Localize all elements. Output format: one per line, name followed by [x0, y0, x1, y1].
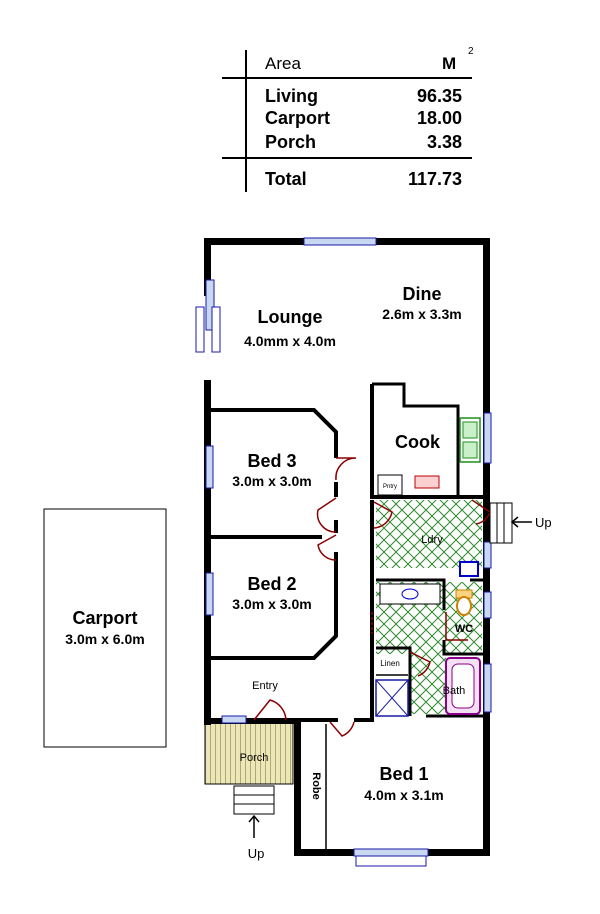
- pantry-box: [377, 474, 403, 496]
- bath-label: Bath: [443, 685, 466, 697]
- door-bed2: [317, 534, 337, 561]
- bed1-size: 4.0m x 3.1m: [364, 787, 443, 803]
- window-bed1-bay: [355, 856, 427, 867]
- dine-size: 2.6m x 3.3m: [382, 306, 461, 322]
- wc-bowl: [456, 596, 472, 616]
- fridge: [414, 475, 440, 489]
- area-row-porch-value: 3.38: [427, 132, 462, 152]
- laundry-label: Ldry: [421, 534, 443, 546]
- front-up-label: Up: [248, 846, 265, 861]
- lounge-label: Lounge: [258, 307, 323, 327]
- bed3-label: Bed 3: [247, 451, 296, 471]
- area-table: Area M 2 Living 96.35 Carport 18.00 Porc…: [222, 46, 474, 192]
- entry-label: Entry: [252, 680, 278, 692]
- porch-floor: [204, 721, 294, 785]
- window-bed2: [205, 572, 214, 616]
- area-row-living-value: 96.35: [417, 86, 462, 106]
- carport-outline: [43, 508, 167, 748]
- carport-label: Carport: [72, 608, 137, 628]
- porch-label: Porch: [240, 752, 269, 764]
- front-up-arrow-icon: [248, 814, 260, 838]
- rear-up-arrow-icon: [510, 516, 532, 528]
- carport-size: 3.0m x 6.0m: [65, 631, 144, 647]
- area-row-carport-label: Carport: [265, 108, 330, 128]
- stove: [459, 417, 481, 463]
- bed1-label: Bed 1: [379, 764, 428, 784]
- window-lounge-sash-left: [195, 306, 205, 353]
- window-north: [303, 237, 377, 246]
- laundry-sink: [459, 561, 479, 577]
- front-steps: Up: [233, 785, 275, 861]
- lounge-size: 4.0mm x 4.0m: [244, 333, 336, 349]
- window-bed1: [353, 848, 429, 857]
- doors: [253, 457, 491, 737]
- wc-label: WC: [455, 623, 473, 635]
- bath-floor: [410, 654, 446, 714]
- door-entry: [253, 699, 287, 721]
- dine-label: Dine: [402, 284, 441, 304]
- door-bath: [409, 651, 431, 677]
- area-total-label: Total: [265, 169, 307, 189]
- fixtures: [375, 417, 481, 717]
- door-wc: [445, 612, 468, 641]
- laundry-floor: [376, 500, 482, 568]
- area-total-value: 117.73: [408, 169, 462, 189]
- area-row-carport-value: 18.00: [417, 108, 462, 128]
- window-bath: [483, 663, 492, 713]
- rear-step-block: [489, 502, 513, 544]
- rear-up-label: Up: [535, 515, 552, 530]
- linen-label: Linen: [380, 659, 400, 668]
- stove-top: [462, 421, 478, 439]
- window-wc: [483, 591, 492, 619]
- door-bed3-lower: [316, 497, 337, 533]
- pantry-label: Pntry: [383, 484, 397, 490]
- window-lounge-west: [205, 279, 215, 331]
- window-entry: [221, 715, 247, 724]
- window-lounge-sash-right: [211, 306, 221, 353]
- area-header-unit-sup: 2: [468, 46, 474, 57]
- window-bed3: [205, 445, 214, 489]
- door-ldry: [373, 501, 393, 529]
- window-cook: [483, 412, 492, 464]
- robe-label: Robe: [310, 772, 322, 800]
- area-row-living-label: Living: [265, 86, 318, 106]
- shower-cross: [375, 679, 409, 717]
- cook-label: Cook: [395, 432, 441, 452]
- bed3-size: 3.0m x 3.0m: [232, 473, 311, 489]
- area-header-label: Area: [265, 54, 301, 73]
- door-bed1: [329, 721, 355, 737]
- vanity-basin: [401, 588, 419, 600]
- area-row-porch-label: Porch: [265, 132, 316, 152]
- windows: [195, 237, 492, 867]
- bed2-label: Bed 2: [247, 574, 296, 594]
- stove-bottom: [462, 441, 478, 459]
- front-step-block: [233, 785, 275, 815]
- area-header-unit: M: [442, 54, 456, 73]
- window-ldry: [483, 541, 492, 569]
- bed2-size: 3.0m x 3.0m: [232, 596, 311, 612]
- interior-walls: [211, 382, 484, 849]
- rear-steps: Up: [489, 502, 552, 544]
- door-bed3: [335, 457, 357, 481]
- bathtub-inner: [451, 663, 475, 709]
